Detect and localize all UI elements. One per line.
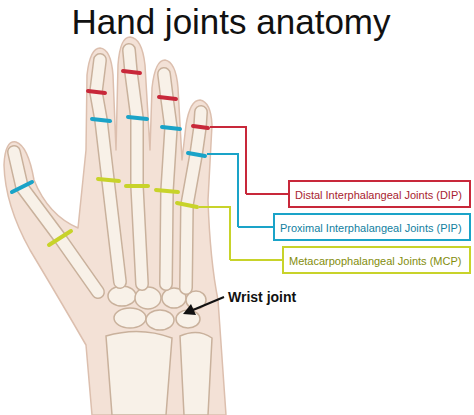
diagram-title: Hand joints anatomy <box>0 2 462 42</box>
joint-label-box: Metacarpophalangeal Joints (MCP) <box>282 246 471 274</box>
thumb-bones <box>14 152 98 292</box>
leader-line <box>199 207 230 260</box>
carpal-bone <box>146 310 174 330</box>
dip-joint-bands <box>88 71 208 128</box>
middle-bones <box>129 50 142 284</box>
finger-bones <box>14 50 201 292</box>
joint-band <box>49 231 71 245</box>
forearm-bones <box>106 331 212 415</box>
carpal-bone <box>114 308 146 328</box>
joint-band <box>88 91 105 93</box>
little-bones <box>186 112 201 288</box>
joint-label-box: Proximal Interphalangeal Joints (PIP) <box>273 213 471 241</box>
joint-band <box>98 179 119 181</box>
joint-band <box>128 117 147 119</box>
joint-band <box>156 190 178 192</box>
carpal-bone <box>135 287 161 309</box>
joint-band <box>159 97 176 99</box>
ring-bones <box>164 74 171 284</box>
joint-band <box>177 203 197 207</box>
hand-silhouette <box>4 37 226 415</box>
joint-band <box>92 119 110 121</box>
finger-bone-outlines <box>14 50 201 292</box>
joint-band <box>193 126 208 128</box>
carpal-bone <box>108 286 136 306</box>
thumb-bones <box>14 152 98 292</box>
leader-line <box>207 154 238 227</box>
leader-line <box>210 127 246 194</box>
wrist-arrow <box>183 297 224 315</box>
leader-line <box>238 226 273 228</box>
ring-bones <box>164 74 171 284</box>
pip-joint-bands <box>12 117 205 192</box>
radius-bone <box>106 331 172 415</box>
mcp-joint-bands <box>49 179 197 245</box>
carpal-bones <box>108 286 206 330</box>
joint-label-text: Distal Interphalangeal Joints (DIP) <box>295 189 462 202</box>
little-bones <box>186 112 201 288</box>
arrow-head <box>183 304 196 315</box>
ulna-bone <box>180 332 212 415</box>
leader-line <box>230 259 282 261</box>
joint-label-text: Proximal Interphalangeal Joints (PIP) <box>280 222 462 235</box>
joint-label-box: Distal Interphalangeal Joints (DIP) <box>288 180 471 208</box>
joint-label-text: Metacarpophalangeal Joints (MCP) <box>289 255 461 268</box>
leader-line <box>246 193 288 195</box>
part-label: Wrist joint <box>228 289 296 305</box>
joint-band <box>188 153 205 156</box>
joint-band <box>12 182 32 192</box>
joint-band <box>123 71 140 73</box>
arrow-line <box>193 297 224 310</box>
joint-band <box>162 127 180 129</box>
middle-bones <box>129 50 142 284</box>
joint-band <box>126 184 148 188</box>
